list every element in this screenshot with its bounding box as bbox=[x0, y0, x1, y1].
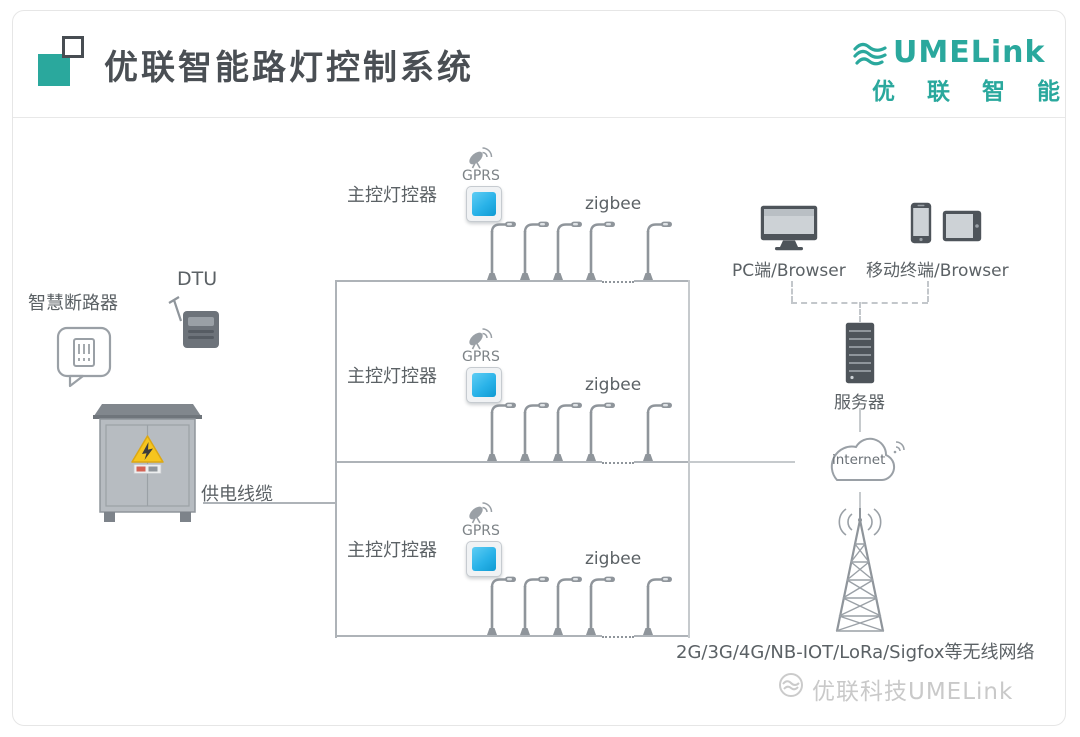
lamp-power-line bbox=[335, 635, 690, 637]
gprs-antenna-icon bbox=[467, 500, 493, 524]
cloud-to-tower-line bbox=[859, 492, 861, 510]
header-divider bbox=[13, 117, 1065, 118]
pc-to-server-connector bbox=[791, 281, 793, 302]
watermark-badge-icon bbox=[779, 673, 803, 697]
cabinet-to-bus-line bbox=[203, 502, 336, 504]
street-lamp-icon bbox=[583, 573, 617, 635]
continuation-dots bbox=[602, 277, 634, 283]
tablet-icon bbox=[942, 210, 982, 242]
page-title: 优联智能路灯控制系统 bbox=[104, 48, 474, 88]
lamp-power-line bbox=[335, 280, 690, 282]
join-to-server-connector bbox=[859, 302, 861, 322]
gprs-antenna-icon bbox=[467, 145, 493, 169]
zigbee-label: zigbee bbox=[585, 194, 642, 214]
street-lamp-icon bbox=[640, 573, 674, 635]
power-bus-line bbox=[335, 280, 337, 638]
mobile-label: 移动终端/Browser bbox=[866, 261, 1009, 281]
controller-zone-2: GPRS 主控灯控器 zigbee bbox=[335, 322, 700, 464]
street-lamp-icon bbox=[583, 218, 617, 280]
controller-zone-1: GPRS 主控灯控器 zigbee bbox=[335, 141, 700, 283]
smartphone-icon bbox=[910, 202, 932, 244]
gprs-label: GPRS bbox=[462, 168, 500, 184]
gprs-label: GPRS bbox=[462, 523, 500, 539]
street-lamp-icon bbox=[550, 399, 584, 461]
internet-cloud-icon bbox=[830, 437, 905, 481]
controller-zone-3: GPRS 主控灯控器 zigbee bbox=[335, 496, 700, 638]
logo-outline-square bbox=[62, 36, 84, 58]
breaker-label: 智慧断路器 bbox=[28, 293, 118, 314]
device-screen bbox=[472, 373, 496, 397]
dtu-modem-icon bbox=[168, 296, 219, 348]
light-controller-device bbox=[466, 541, 502, 577]
street-lamp-icon bbox=[517, 399, 551, 461]
mobile-to-server-connector bbox=[927, 281, 929, 302]
street-lamp-icon bbox=[640, 399, 674, 461]
device-screen bbox=[472, 547, 496, 571]
pc-monitor-icon bbox=[760, 205, 818, 251]
street-lamp-icon bbox=[484, 573, 518, 635]
street-lamp-icon bbox=[484, 399, 518, 461]
brand-wave-icon bbox=[853, 42, 887, 66]
cable-label: 供电线缆 bbox=[201, 484, 273, 505]
internet-label: internet bbox=[832, 452, 886, 468]
street-lamp-icon bbox=[550, 573, 584, 635]
power-cabinet-icon bbox=[93, 404, 202, 522]
street-lamp-icon bbox=[517, 218, 551, 280]
street-lamp-icon bbox=[550, 218, 584, 280]
continuation-dots bbox=[602, 632, 634, 638]
controller-label: 主控灯控器 bbox=[347, 366, 437, 387]
server-label: 服务器 bbox=[834, 393, 885, 413]
controller-label: 主控灯控器 bbox=[347, 185, 437, 206]
watermark-text: 优联科技UMELink bbox=[812, 679, 1014, 705]
lamp-power-line bbox=[335, 461, 690, 463]
pc-label: PC端/Browser bbox=[732, 261, 846, 281]
street-lamp-icon bbox=[517, 573, 551, 635]
controller-label: 主控灯控器 bbox=[347, 540, 437, 561]
radio-tower-icon bbox=[835, 508, 885, 632]
server-icon bbox=[845, 322, 875, 384]
brand-chinese-name: 优 联 智 能 bbox=[872, 79, 1073, 105]
light-controller-device bbox=[466, 367, 502, 403]
bracket-to-network-line bbox=[690, 461, 795, 463]
dtu-label: DTU bbox=[177, 268, 218, 290]
logo-filled-square bbox=[38, 54, 70, 86]
brand-name: UMELink bbox=[893, 35, 1046, 70]
server-to-cloud-line bbox=[859, 408, 861, 432]
street-lamp-icon bbox=[583, 399, 617, 461]
light-controller-device bbox=[466, 186, 502, 222]
card-border bbox=[12, 10, 1066, 726]
continuation-dots bbox=[602, 458, 634, 464]
street-lamp-icon bbox=[484, 218, 518, 280]
gprs-antenna-icon bbox=[467, 326, 493, 350]
device-screen bbox=[472, 192, 496, 216]
street-lamp-icon bbox=[640, 218, 674, 280]
wireless-network-label: 2G/3G/4G/NB-IOT/LoRa/Sigfox等无线网络 bbox=[676, 642, 1035, 663]
zigbee-label: zigbee bbox=[585, 549, 642, 569]
circuit-breaker-icon bbox=[56, 326, 112, 388]
zone-bracket-line bbox=[688, 280, 690, 638]
gprs-label: GPRS bbox=[462, 349, 500, 365]
zigbee-label: zigbee bbox=[585, 375, 642, 395]
